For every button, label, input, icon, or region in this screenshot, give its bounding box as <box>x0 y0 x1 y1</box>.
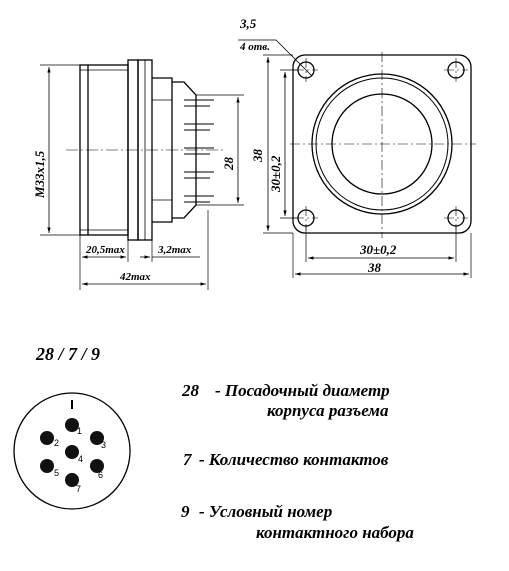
pin-label-6: 6 <box>98 470 103 480</box>
pin-3 <box>90 431 104 445</box>
pin-label-3: 3 <box>101 440 106 450</box>
outer-width-dimension: 38 <box>367 260 382 275</box>
front-view <box>40 59 244 290</box>
body-length-dimension: 20,5max <box>85 244 125 256</box>
pin-label-4: 4 <box>78 454 83 464</box>
pin-label-1: 1 <box>77 426 82 436</box>
pinout-pins <box>40 418 104 487</box>
contact-tails <box>184 99 214 203</box>
legend-item-3-line2: контактного набора <box>256 523 414 542</box>
pin-label-7: 7 <box>76 484 81 494</box>
total-length-dimension: 42max <box>119 271 151 283</box>
pin-label-5: 5 <box>54 468 59 478</box>
pin-5 <box>40 459 54 473</box>
legend-item-1-line1: - Посадочный диаметр <box>215 381 390 400</box>
pin-1 <box>65 418 79 432</box>
inner-height-dimension: 30±0,2 <box>268 155 283 193</box>
pin-2 <box>40 431 54 445</box>
designation-code: 28 / 7 / 9 <box>36 344 101 364</box>
hole-diameter-label: 3,5 <box>239 16 257 31</box>
side-view <box>238 39 476 278</box>
outer-height-dimension: 38 <box>250 149 265 164</box>
flange-dimension: 3,2max <box>157 244 192 256</box>
legend-item-1-number: 28 <box>182 381 199 400</box>
legend-item-2-number: 7 <box>183 450 192 469</box>
legend-item-1-line2: корпуса разъема <box>267 401 389 420</box>
pinout-diagram: 1 2 3 4 5 6 7 <box>13 392 131 510</box>
diameter-dimension: 28 <box>221 157 236 172</box>
hole-count-label: 4 отв. <box>239 41 270 53</box>
legend-item-3-line1: - Условный номер <box>199 502 333 521</box>
pin-6 <box>90 459 104 473</box>
thread-dimension: M33x1,5 <box>32 150 47 199</box>
inner-width-dimension: 30±0,2 <box>359 242 397 257</box>
pin-4 <box>65 445 79 459</box>
pin-label-2: 2 <box>54 438 59 448</box>
pin-7 <box>65 473 79 487</box>
legend-item-3-number: 9 <box>181 502 190 521</box>
legend-item-2-text: - Количество контактов <box>199 450 389 469</box>
